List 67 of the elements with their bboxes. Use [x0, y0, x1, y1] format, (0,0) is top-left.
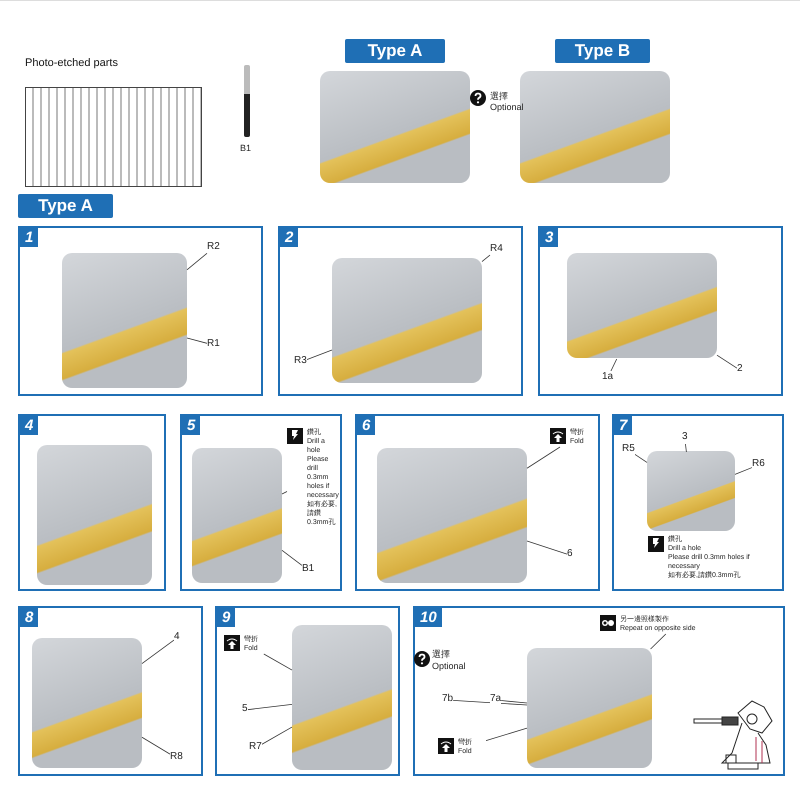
assembly-drawing: [62, 253, 187, 388]
assembly-drawing: [647, 451, 735, 531]
part-number: 4: [174, 631, 180, 643]
leader-line: [452, 700, 528, 706]
leader-line: [500, 700, 528, 704]
assembly-drawing: [320, 71, 470, 183]
assembly-drawing: [377, 448, 527, 583]
part-number: 7a: [490, 693, 502, 705]
step-number: 4: [20, 416, 38, 435]
leader-line: [734, 467, 752, 475]
leader-line: [685, 444, 687, 452]
step-number: 10: [415, 608, 442, 627]
leader-line: [142, 736, 170, 755]
assembly-drawing: [37, 445, 152, 585]
step-number: 1: [20, 228, 38, 247]
type-badge: Type B: [555, 39, 650, 63]
step-panel: [18, 226, 263, 396]
instruction-text: 選擇: [490, 91, 509, 102]
leader-line: [526, 540, 568, 554]
step-number: 7: [614, 416, 632, 435]
step-panel: [278, 226, 523, 396]
leader-line: [186, 252, 208, 270]
assembly-drawing: [332, 258, 482, 383]
leader-line: [306, 350, 332, 360]
step-number: 2: [280, 228, 298, 247]
leader-line: [282, 491, 288, 494]
instruction-text: Optional: [432, 661, 467, 672]
assembly-drawing: [192, 448, 282, 583]
part-number: R6: [752, 458, 765, 470]
leader-line: [186, 338, 208, 344]
leader-line: [486, 728, 528, 742]
assembly-drawing: [567, 253, 717, 358]
step-panel: [180, 414, 342, 591]
leader-line: [247, 704, 292, 710]
barrel-drawing: [244, 65, 250, 137]
leader-line: [263, 654, 292, 670]
leader-line: [650, 634, 666, 650]
leader-line: [282, 550, 302, 566]
leader-line: [482, 254, 490, 262]
step-number: 5: [182, 416, 200, 435]
assembly-drawing: [292, 625, 392, 770]
section-heading: Photo-etched parts: [25, 57, 118, 69]
type-badge: Type A: [18, 194, 113, 218]
assembly-drawing: [527, 648, 652, 768]
instruction-text: Optional: [490, 102, 525, 113]
step-panel: [18, 606, 203, 776]
leader-line: [634, 454, 648, 463]
step-number: 9: [217, 608, 236, 627]
leader-line: [526, 446, 560, 469]
step-panel: [538, 226, 783, 396]
step-panel: [413, 606, 785, 776]
instruction-text: 選擇: [432, 649, 451, 660]
leader-line: [610, 358, 618, 372]
leader-line: [261, 726, 292, 745]
type-badge: Type A: [345, 39, 445, 63]
step-panel: [612, 414, 784, 591]
step-panel: [18, 414, 166, 591]
step-number: 8: [20, 608, 38, 627]
assembly-drawing: [32, 638, 142, 768]
leader-line: [716, 354, 738, 369]
step-panel: [355, 414, 600, 591]
leader-line: [142, 640, 174, 664]
step-number: 3: [540, 228, 558, 247]
drawing-caption: B1: [240, 143, 252, 154]
step-panel: [215, 606, 400, 776]
part-number: R5: [622, 443, 635, 455]
step-number: 6: [357, 416, 376, 435]
